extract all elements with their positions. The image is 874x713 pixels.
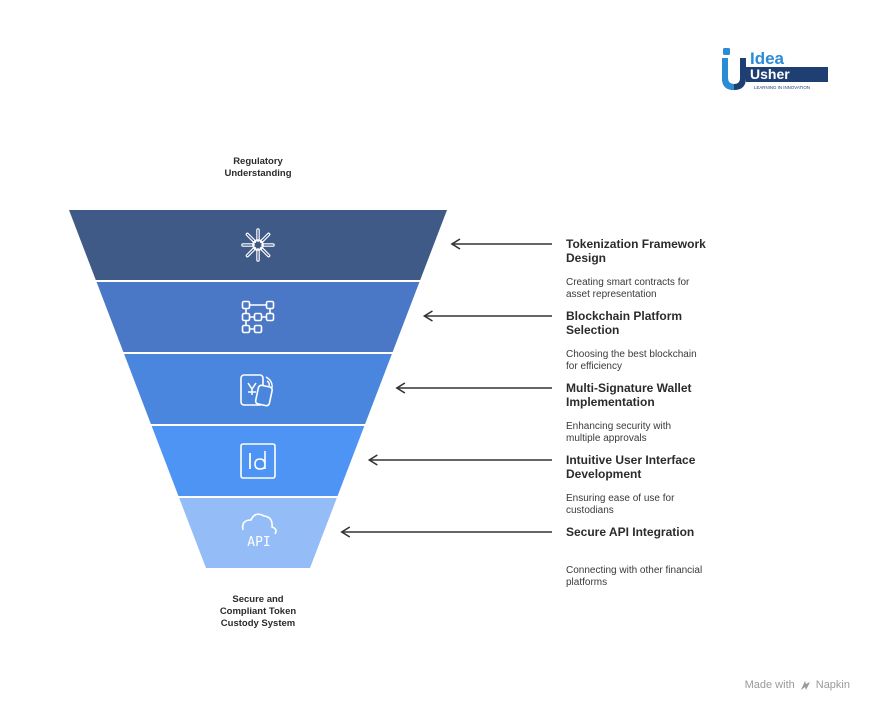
stage-title-4: Intuitive User Interface: [566, 453, 696, 467]
stage-title-3: Multi-Signature Wallet: [566, 381, 692, 395]
stage-arrow-3: [395, 382, 552, 394]
footer-credit: Made with Napkin: [745, 679, 850, 691]
asterisk-icon: [241, 228, 275, 262]
logo-word-1: Idea: [750, 49, 785, 68]
stage-desc-2: for efficiency: [566, 361, 622, 372]
stage-title-1: Design: [566, 251, 606, 265]
stage-title-2: Blockchain Platform: [566, 309, 682, 323]
funnel-stage-4: [151, 426, 365, 496]
stage-desc-3: Enhancing security with: [566, 421, 671, 432]
stage-arrow-5: [340, 526, 552, 538]
stage-desc-3: multiple approvals: [566, 433, 647, 444]
footer-brand: Napkin: [815, 679, 850, 691]
stage-title-3: Implementation: [566, 395, 655, 409]
footer-made-with: Made with: [744, 679, 795, 691]
logo-word-2: Usher: [750, 66, 790, 82]
api-icon-text: API: [247, 535, 270, 550]
stage-title-4: Development: [566, 467, 641, 481]
funnel-bottom-label: Custody System: [221, 618, 295, 629]
stage-desc-4: custodians: [566, 505, 614, 516]
stage-title-1: Tokenization Framework: [566, 237, 706, 251]
logo-tagline: LEARNING IN INNOVATION: [754, 85, 810, 90]
stage-desc-5: platforms: [566, 577, 607, 588]
funnel-bottom-label: Compliant Token: [220, 606, 297, 617]
stage-desc-5: Connecting with other financial: [566, 565, 702, 576]
funnel-top-label: Regulatory: [233, 156, 283, 167]
idea-usher-logo: Idea Usher LEARNING IN INNOVATION: [720, 48, 830, 96]
funnel-bottom-label: Secure and: [232, 594, 283, 605]
funnel-stage-1: [69, 210, 447, 280]
cloud-api-icon: API: [241, 513, 277, 550]
stage-arrow-2: [422, 310, 552, 322]
stage-title-5: Secure API Integration: [566, 525, 694, 539]
stage-desc-1: asset representation: [566, 289, 657, 300]
napkin-logo-icon: [800, 680, 810, 690]
stage-arrow-1: [450, 238, 552, 250]
stage-desc-2: Choosing the best blockchain: [566, 349, 697, 360]
funnel-top-label: Understanding: [224, 168, 291, 179]
stage-title-2: Selection: [566, 323, 619, 337]
stage-desc-4: Ensuring ease of use for: [566, 493, 675, 504]
blocks-network-icon: [241, 300, 275, 334]
id-card-icon: [240, 443, 276, 479]
stage-arrow-4: [367, 454, 552, 466]
funnel-stage-5: [179, 498, 337, 568]
wallet-signature-icon: [240, 374, 273, 407]
stage-desc-1: Creating smart contracts for: [566, 277, 690, 288]
logo-mark-icon: Idea Usher LEARNING IN INNOVATION: [722, 48, 828, 90]
